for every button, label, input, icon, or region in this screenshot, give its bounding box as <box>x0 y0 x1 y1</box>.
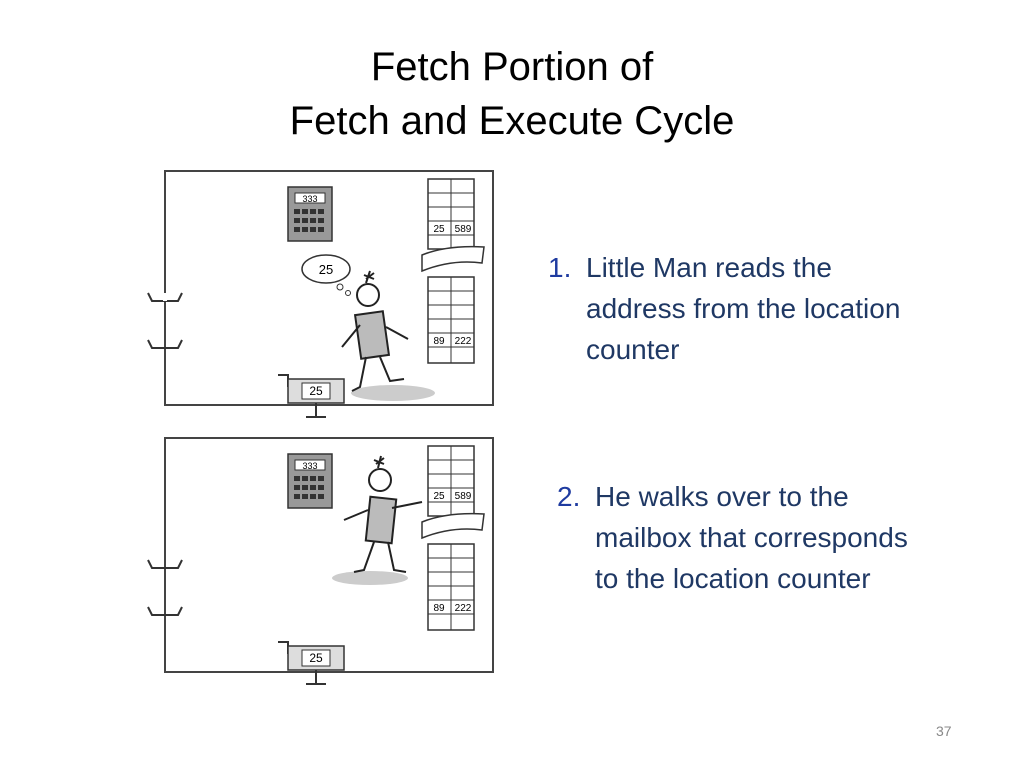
illustration-panel-1: 333 25 589 89 222 25 <box>147 170 494 418</box>
little-man-figure <box>332 455 423 585</box>
calculator-display: 333 <box>302 461 317 471</box>
page-number: 37 <box>936 723 952 739</box>
step-number: 2. <box>557 481 581 512</box>
mailbox-address: 89 <box>433 603 445 614</box>
calculator-display: 333 <box>302 194 317 204</box>
location-counter: 25 <box>278 641 345 685</box>
thought-bubble: 25 <box>301 254 351 296</box>
little-man-figure <box>341 270 435 401</box>
in-basket-icon <box>147 559 183 616</box>
title-line-2: Fetch and Execute Cycle <box>289 99 735 143</box>
calculator-icon: 333 <box>287 453 333 509</box>
location-counter-value: 25 <box>309 651 323 665</box>
location-counter-value: 25 <box>309 384 323 398</box>
step-number: 1. <box>548 252 572 283</box>
mailbox-address: 25 <box>433 491 445 502</box>
mailbox-value: 222 <box>455 603 472 614</box>
step-1: 1. Little Man reads the address from the… <box>548 247 928 370</box>
step-2: 2. He walks over to the mailbox that cor… <box>557 476 917 599</box>
calculator-icon: 333 <box>287 186 333 242</box>
mailbox-value: 589 <box>455 224 472 235</box>
mailbox-value: 589 <box>455 491 472 502</box>
mailboxes: 25 589 89 222 <box>421 178 485 364</box>
mailboxes: 25 589 89 222 <box>421 445 485 631</box>
location-counter: 25 <box>278 374 345 418</box>
illustration-panel-2: 333 25 589 89 222 25 <box>147 437 494 685</box>
title-line-1: Fetch Portion of <box>370 45 654 89</box>
mailbox-value: 222 <box>455 336 472 347</box>
thought-value: 25 <box>319 262 333 277</box>
step-text: He walks over to the mailbox that corres… <box>595 481 908 594</box>
in-basket-icon <box>147 292 183 349</box>
mailbox-address: 25 <box>433 224 445 235</box>
slide-title: Fetch Portion of Fetch and Execute Cycle <box>0 40 1024 148</box>
mailbox-address: 89 <box>433 336 445 347</box>
step-text: Little Man reads the address from the lo… <box>586 252 901 365</box>
